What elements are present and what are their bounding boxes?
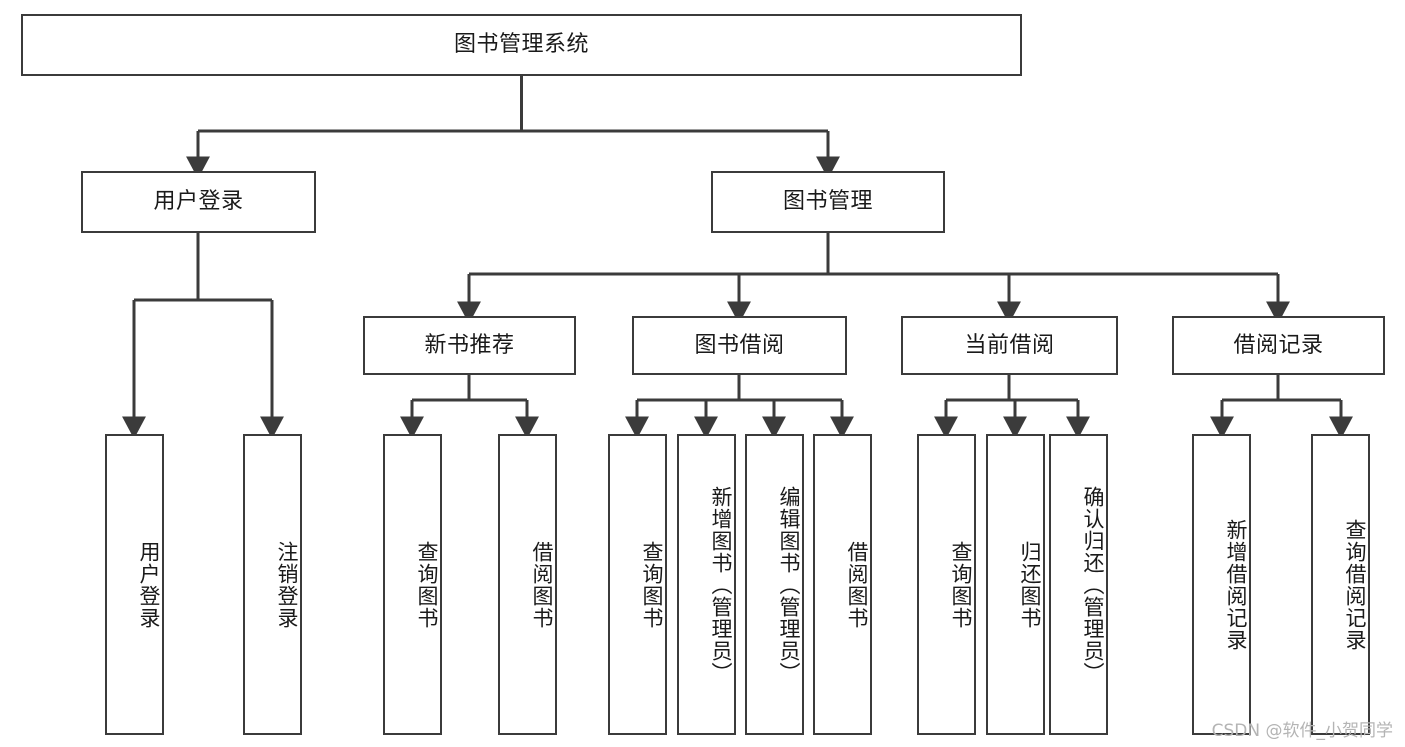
node-new-book-recommend[interactable]: 新书推荐 [363,316,576,375]
node-label: 当前借阅 [964,332,1055,358]
node-label: 图书管理系统 [453,32,589,58]
node-label: 用户登录 [137,540,161,629]
node-label: 查询图书 [415,540,439,629]
node-leaf-query-book-recommend[interactable]: 查询图书 [383,434,442,735]
node-leaf-add-borrow-record[interactable]: 新增借阅记录 [1192,434,1251,735]
node-label: 图书管理 [782,189,873,215]
node-book-management[interactable]: 图书管理 [711,171,945,233]
node-label: 借阅图书 [530,540,554,629]
node-label: 用户登录 [153,189,244,215]
node-label: 新增图书（管理员） [709,485,733,684]
node-leaf-confirm-return-admin[interactable]: 确认归还（管理员） [1049,434,1108,735]
node-book-borrow[interactable]: 图书借阅 [632,316,847,375]
node-label: 注销登录 [275,540,299,629]
node-label: 归还图书 [1018,540,1042,629]
node-leaf-query-borrow-record[interactable]: 查询借阅记录 [1311,434,1370,735]
node-label: 查询借阅记录 [1343,518,1367,651]
node-label: 新书推荐 [424,332,515,358]
node-leaf-edit-book-admin[interactable]: 编辑图书（管理员） [745,434,804,735]
node-current-borrow[interactable]: 当前借阅 [901,316,1118,375]
node-user-login[interactable]: 用户登录 [81,171,316,233]
watermark: CSDN @软件_小贺同学 [1211,721,1393,741]
node-leaf-return-book[interactable]: 归还图书 [986,434,1045,735]
node-leaf-query-book-current[interactable]: 查询图书 [917,434,976,735]
node-label: 新增借阅记录 [1224,518,1248,651]
node-leaf-borrow-book[interactable]: 借阅图书 [813,434,872,735]
node-leaf-borrow-book-recommend[interactable]: 借阅图书 [498,434,557,735]
node-borrow-records[interactable]: 借阅记录 [1172,316,1385,375]
node-label: 借阅记录 [1233,332,1324,358]
node-root-book-management-system[interactable]: 图书管理系统 [21,14,1022,76]
node-label: 借阅图书 [845,540,869,629]
node-label: 编辑图书（管理员） [777,485,801,684]
node-leaf-user-login[interactable]: 用户登录 [105,434,164,735]
node-label: 确认归还（管理员） [1081,485,1105,684]
node-leaf-query-book-borrow[interactable]: 查询图书 [608,434,667,735]
node-leaf-logout[interactable]: 注销登录 [243,434,302,735]
node-label: 查询图书 [640,540,664,629]
node-label: 图书借阅 [694,332,785,358]
node-label: 查询图书 [949,540,973,629]
node-leaf-add-book-admin[interactable]: 新增图书（管理员） [677,434,736,735]
